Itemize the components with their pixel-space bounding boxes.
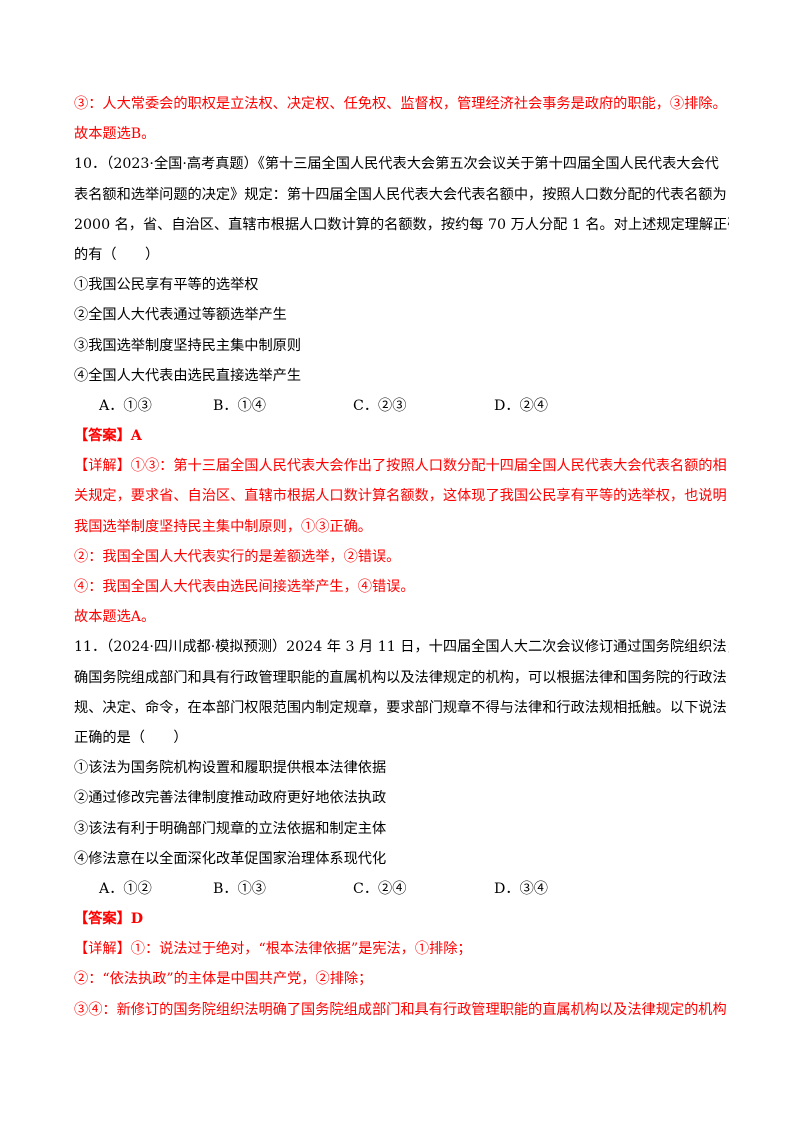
option-a: A．①③ <box>99 397 152 414</box>
question-11-stem-line-2: 确国务院组成部门和具有行政管理职能的直属机构以及法律规定的机构，可以根据法律和国… <box>74 669 727 686</box>
question-11-detail-line-1: 【详解】①：说法过于绝对，“根本法律依据”是宪法，①排除； <box>74 941 472 958</box>
option-b: B．①③ <box>213 880 266 897</box>
question-10-item-3: ③我国选举制度坚持民主集中制原则 <box>74 337 302 354</box>
question-10-detail-line-2: 关规定，要求省、自治区、直辖市根据人口数计算名额数，这体现了我国公民享有平等的选… <box>74 488 727 505</box>
question-10-options: A．①③ B．①④ C．②③ D．②④ <box>74 395 729 417</box>
question-11-item-2: ②通过修改完善法律制度推动政府更好地依法执政 <box>74 790 387 807</box>
question-11-stem-line-1: 11．（2024·四川成都·模拟预测）2024 年 3 月 11 日，十四届全国… <box>74 639 729 656</box>
question-11-detail-line-2: ②：“依法执政”的主体是中国共产党，②排除； <box>74 971 373 988</box>
question-11-stem-line-3: 规、决定、命令，在本部门权限范围内制定规章，要求部门规章不得与法律和行政法规相抵… <box>74 699 727 716</box>
question-11-options: A．①② B．①③ C．②④ D．③④ <box>74 878 729 900</box>
question-10-stem-line-4: 的有（ ） <box>74 246 160 263</box>
question-10-item-4: ④全国人大代表由选民直接选举产生 <box>74 367 302 384</box>
question-11-item-3: ③该法有利于明确部门规章的立法依据和制定主体 <box>74 820 387 837</box>
question-10-answer: 【答案】A <box>74 428 142 445</box>
option-d: D．③④ <box>494 880 548 897</box>
option-a: A．①② <box>99 880 152 897</box>
question-11-detail-line-3: ③④：新修订的国务院组织法明确了国务院组成部门和具有行政管理职能的直属机构以及法… <box>74 1001 727 1018</box>
question-10-stem-line-2: 表名额和选举问题的决定》规定：第十四届全国人民代表大会代表名额中，按照人口数分配… <box>74 186 727 203</box>
question-10-conclusion: 故本题选A。 <box>74 609 156 626</box>
question-11-stem-line-4: 正确的是（ ） <box>74 729 188 746</box>
question-10-detail-line-4: ②：我国全国人大代表实行的是差额选举，②错误。 <box>74 548 401 565</box>
option-d: D．②④ <box>494 397 548 414</box>
question-11-item-4: ④修法意在以全面深化改革促国家治理体系现代化 <box>74 850 387 867</box>
answer-conclusion: 故本题选B。 <box>74 126 156 143</box>
question-10-item-1: ①我国公民享有平等的选举权 <box>74 277 259 294</box>
question-10-detail-line-1: 【详解】①③：第十三届全国人民代表大会作出了按照人口数分配十四届全国人民代表大会… <box>74 458 727 475</box>
question-10-stem-line-1: 10．（2023·全国·高考真题）《第十三届全国人民代表大会第五次会议关于第十四… <box>74 156 719 173</box>
option-c: C．②③ <box>353 397 407 414</box>
question-10-item-2: ②全国人大代表通过等额选举产生 <box>74 307 287 324</box>
question-11-item-1: ①该法为国务院机构设置和履职提供根本法律依据 <box>74 760 387 777</box>
option-b: B．①④ <box>213 397 266 414</box>
question-10-detail-line-5: ④：我国全国人大代表由选民间接选举产生，④错误。 <box>74 579 415 595</box>
explanation-item-3: ③：人大常委会的职权是立法权、决定权、任免权、监督权，管理经济社会事务是政府的职… <box>74 96 727 112</box>
question-10-detail-line-3: 我国选举制度坚持民主集中制原则，①③正确。 <box>74 518 372 535</box>
question-11-answer: 【答案】D <box>74 911 144 928</box>
page-content: ③：人大常委会的职权是立法权、决定权、任免权、监督权，管理经济社会事务是政府的职… <box>74 93 729 1029</box>
option-c: C．②④ <box>353 880 407 897</box>
question-10-stem-line-3: 2000 名，省、自治区、直辖市根据人口数计算的名额数，按约每 70 万人分配 … <box>74 216 729 233</box>
